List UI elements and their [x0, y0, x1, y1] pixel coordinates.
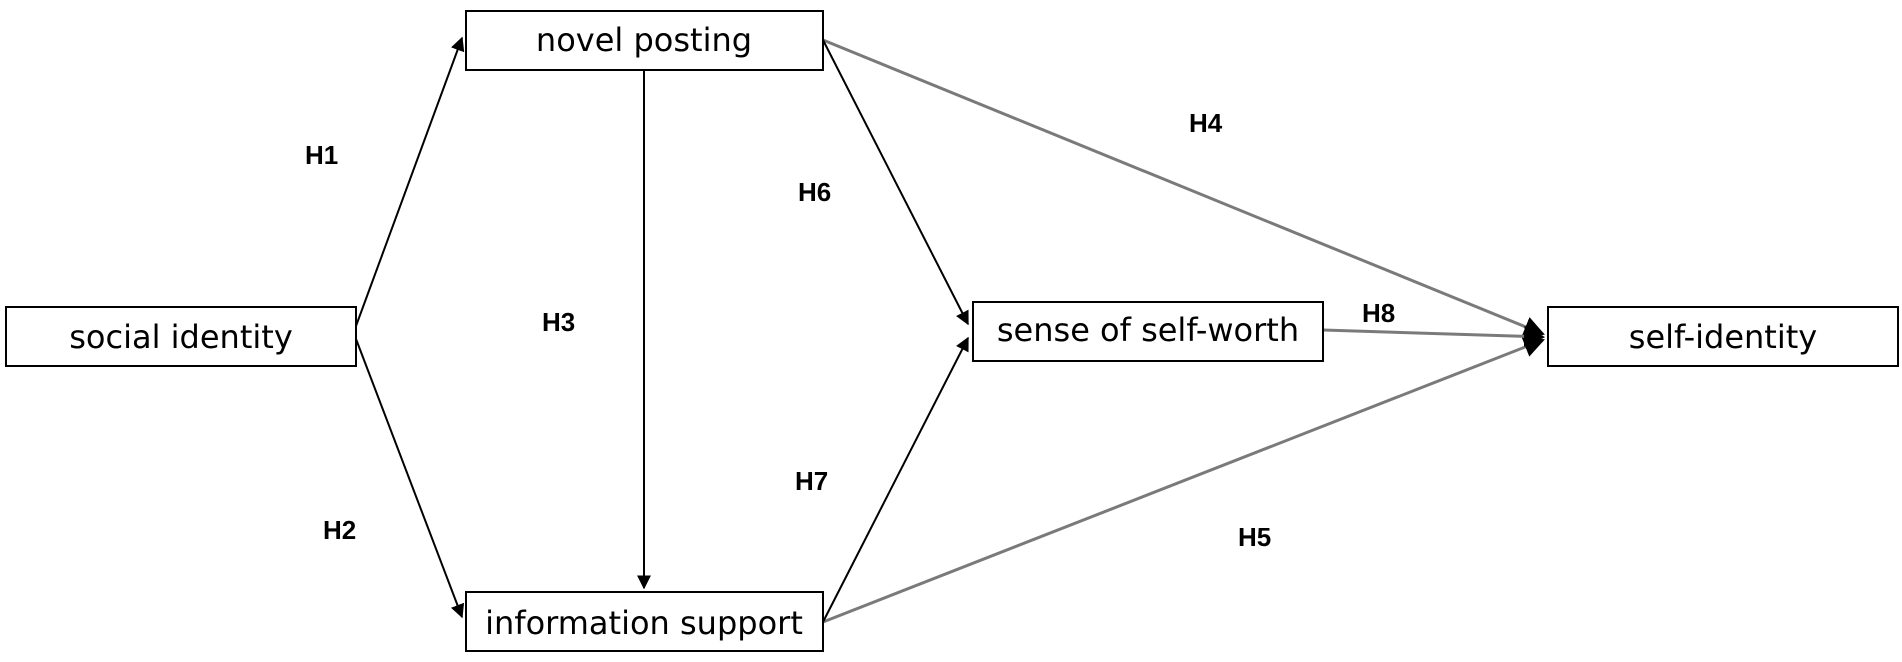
node-sense-of-self-worth-label: sense of self-worth	[997, 311, 1299, 349]
hypothesis-label-h2: H2	[323, 515, 356, 545]
hypothesis-label-h3: H3	[542, 307, 575, 337]
node-information-support: information support	[465, 591, 824, 652]
node-social-identity: social identity	[5, 306, 357, 367]
hypothesis-label-h1: H1	[305, 140, 338, 170]
edge-h7	[822, 336, 969, 623]
node-novel-posting-label: novel posting	[536, 21, 752, 59]
node-social-identity-label: social identity	[69, 318, 293, 356]
hypothesis-label-h6: H6	[798, 177, 831, 207]
hypothesis-label-h8: H8	[1362, 298, 1395, 328]
node-sense-of-self-worth: sense of self-worth	[972, 301, 1324, 362]
edge-h1	[355, 36, 465, 327]
hypothesis-label-h4: H4	[1189, 108, 1223, 138]
node-information-support-label: information support	[485, 604, 803, 642]
node-novel-posting: novel posting	[465, 10, 824, 71]
edge-h5	[822, 337, 1545, 624]
edge-h2	[355, 338, 465, 619]
node-self-identity-label: self-identity	[1629, 318, 1817, 356]
hypothesis-label-h7: H7	[795, 466, 828, 496]
node-self-identity: self-identity	[1547, 306, 1899, 367]
hypothesis-label-h5: H5	[1238, 522, 1271, 552]
edge-h8	[1322, 325, 1546, 347]
edge-h6	[822, 39, 969, 326]
edge-h4	[822, 38, 1545, 337]
